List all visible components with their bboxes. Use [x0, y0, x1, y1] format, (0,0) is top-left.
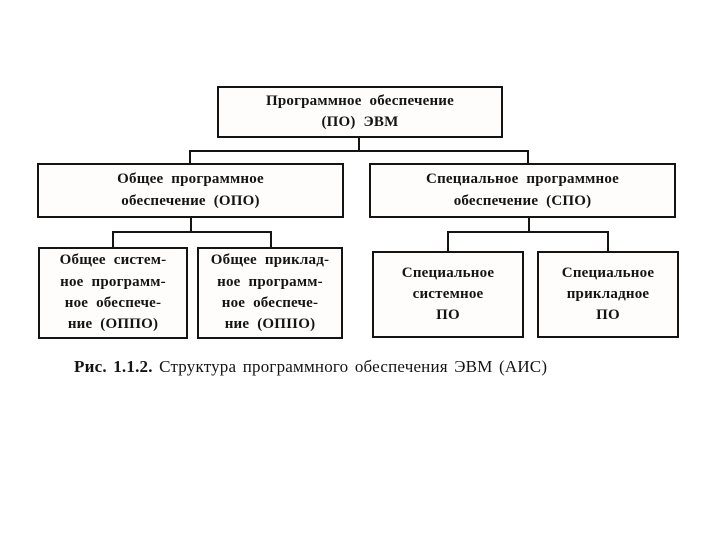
node-spo-applied: Специальное прикладное ПО — [537, 251, 679, 338]
connector-level1-drop-opo — [189, 151, 191, 163]
connector-drop-oppo-applied — [270, 232, 272, 247]
node-spo-line-2: обеспечение (СПО) — [453, 192, 592, 209]
node-oppo-applied: Общее приклад- ное программ- ное обеспеч… — [197, 247, 343, 339]
connector-level1-drop-spo — [527, 151, 529, 163]
node-oppo-system-line-4: ние (ОППО) — [67, 316, 159, 333]
node-po-evm: Программное обеспечение (ПО) ЭВМ — [217, 86, 503, 138]
node-spo-system: Специальное системное ПО — [372, 251, 524, 338]
node-oppo-system: Общее систем- ное программ- ное обеспече… — [38, 247, 188, 339]
figure-caption-text: Структура программного обеспечения ЭВМ (… — [152, 357, 548, 376]
node-spo-applied-line-1: Специальное — [561, 264, 655, 281]
connector-root-stem — [358, 138, 360, 151]
node-opo-line-2: обеспечение (ОПО) — [121, 192, 260, 209]
node-oppo-system-line-1: Общее систем- — [59, 252, 167, 269]
node-oppo-applied-line-2: ное программ- — [217, 273, 323, 290]
node-po-evm-line-2: (ПО) ЭВМ — [321, 114, 399, 130]
node-spo-applied-line-2: прикладное — [566, 285, 650, 302]
node-opo: Общее программное обеспечение (ОПО) — [37, 163, 344, 218]
connector-level1-hbar — [189, 150, 529, 152]
node-spo-applied-line-3: ПО — [596, 307, 620, 324]
connector-spo-stem — [528, 218, 530, 232]
node-spo: Специальное программное обеспечение (СПО… — [369, 163, 676, 218]
figure-caption-number: Рис. 1.1.2. — [74, 357, 153, 376]
node-oppo-applied-line-1: Общее приклад- — [210, 252, 330, 269]
connector-drop-spo-applied — [607, 232, 609, 251]
node-oppo-system-line-3: ное обеспече- — [64, 295, 162, 311]
node-spo-line-1: Специальное программное — [426, 171, 619, 188]
node-opo-line-1: Общее программное — [117, 171, 264, 188]
connector-drop-spo-system — [447, 232, 449, 251]
connector-spo-hbar — [447, 231, 609, 233]
node-oppo-applied-line-4: ние (ОПIIО) — [224, 316, 316, 333]
node-oppo-system-line-2: ное программ- — [60, 273, 166, 290]
connector-opo-stem — [190, 218, 192, 232]
node-spo-system-line-3: ПО — [436, 307, 460, 324]
node-po-evm-line-1: Программное обеспечение — [265, 92, 455, 109]
connector-drop-oppo-system — [112, 232, 114, 247]
node-oppo-applied-line-3: ное обеспече- — [221, 295, 319, 311]
node-spo-system-line-1: Специальное — [401, 264, 495, 281]
figure-caption: Рис. 1.1.2. Структура программного обесп… — [74, 357, 674, 377]
node-spo-system-line-2: системное — [412, 285, 484, 302]
connector-opo-hbar — [112, 231, 272, 233]
